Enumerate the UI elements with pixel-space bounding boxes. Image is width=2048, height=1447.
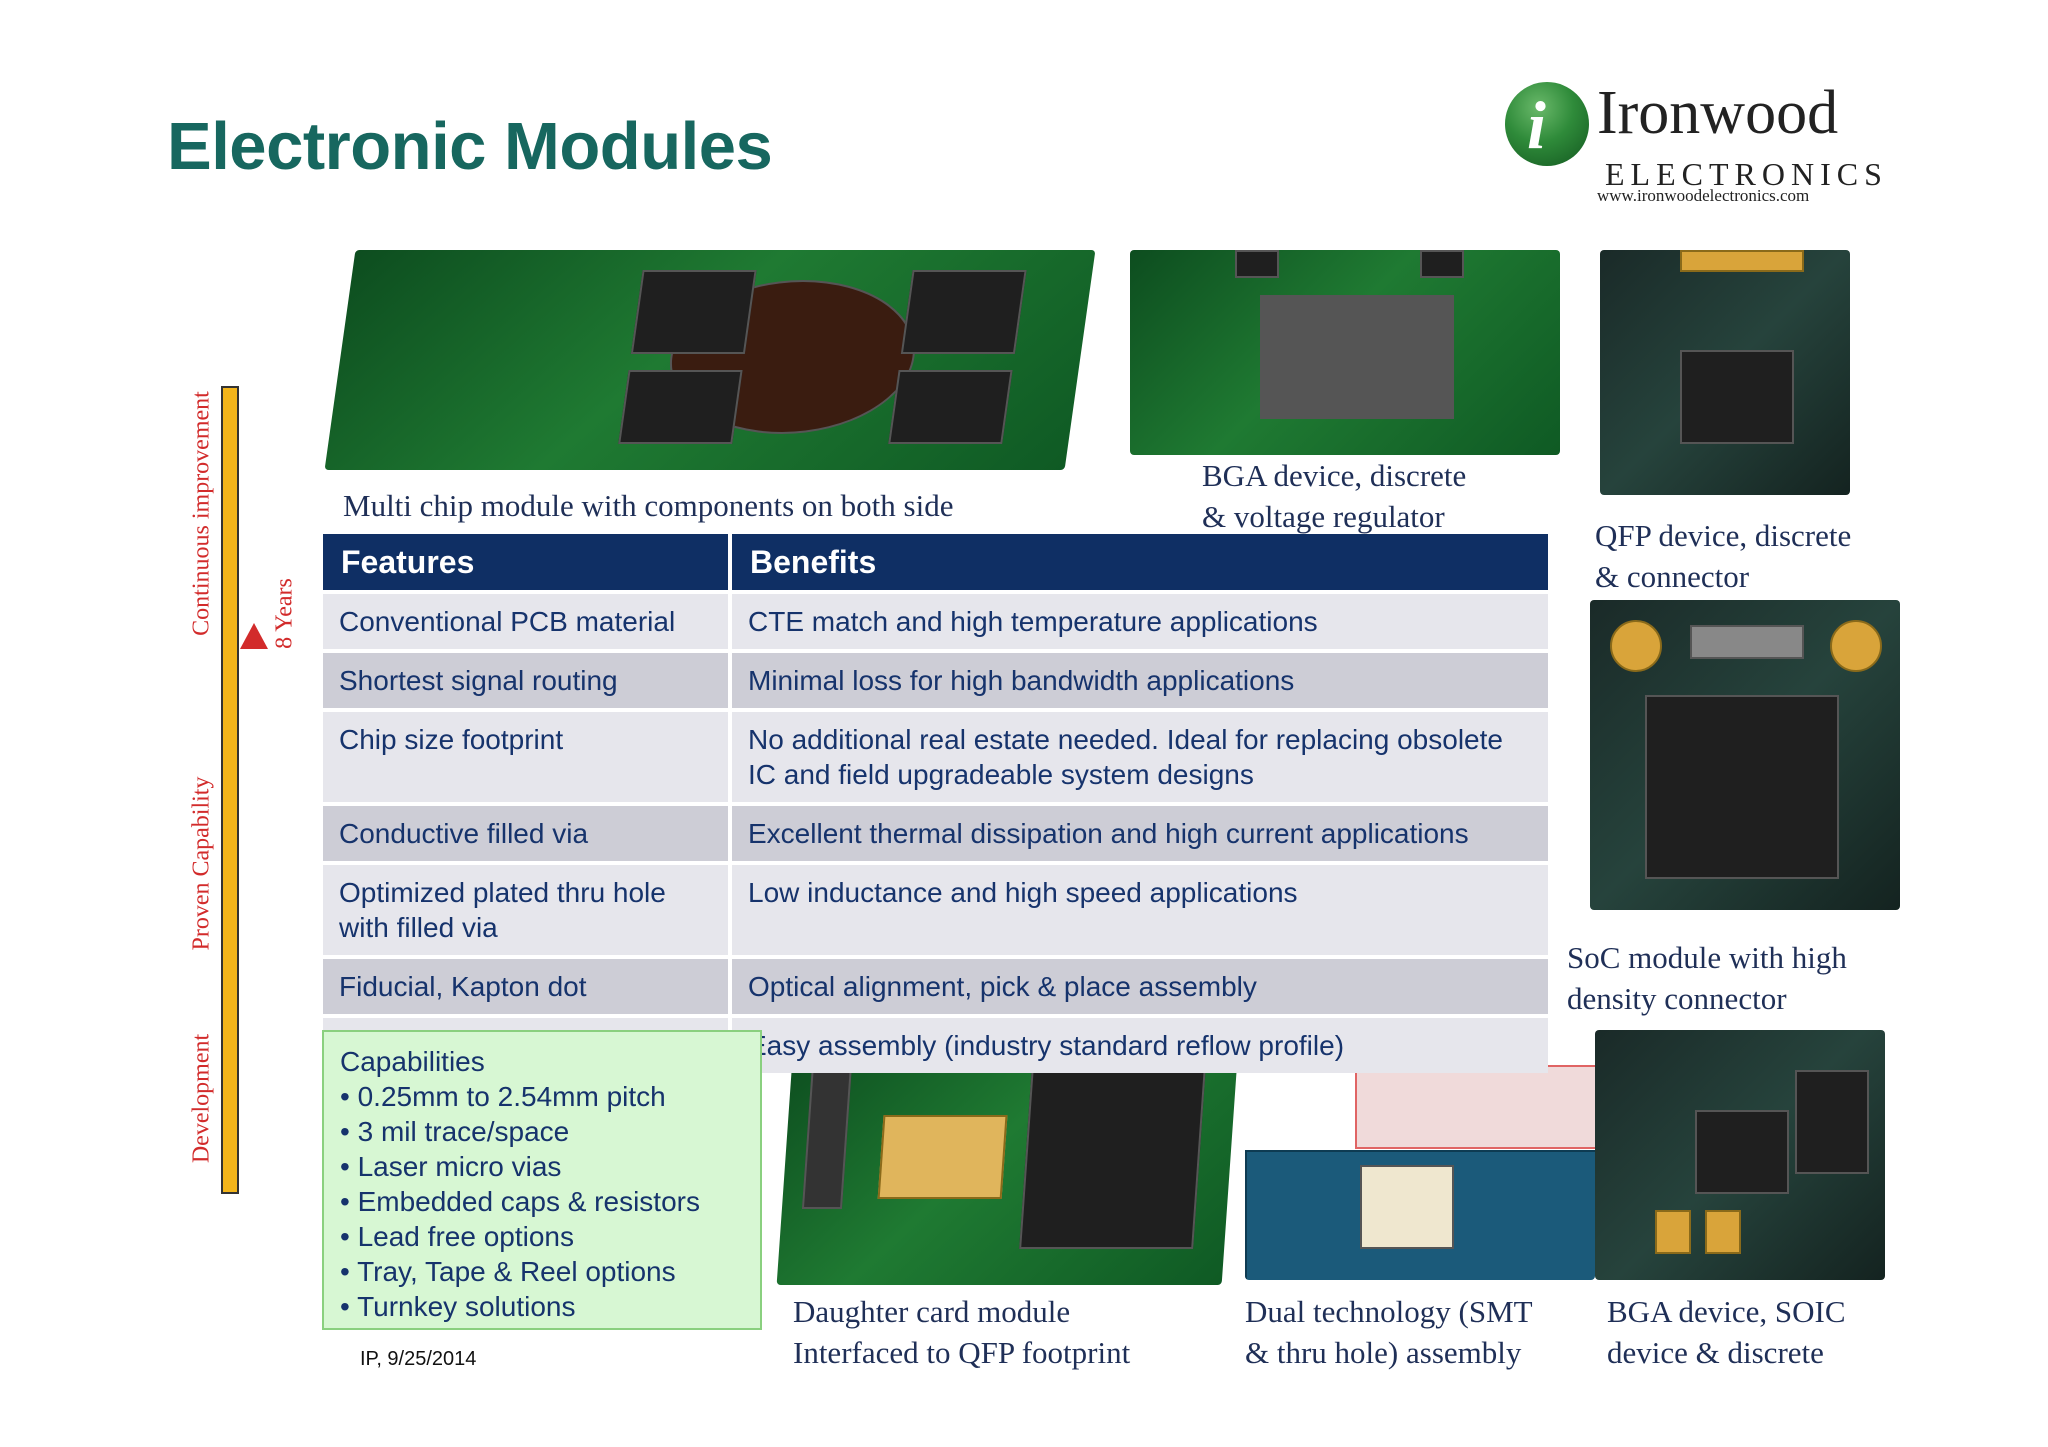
capability-item: 3 mil trace/space xyxy=(340,1114,744,1149)
table-header-row: Features Benefits xyxy=(323,534,1548,590)
footer-date: IP, 9/25/2014 xyxy=(360,1348,477,1370)
soc-module-photo xyxy=(1590,600,1900,910)
capability-item: Embedded caps & resistors xyxy=(340,1184,744,1219)
feature-cell: Shortest signal routing xyxy=(323,653,728,708)
table-row: Chip size footprint No additional real e… xyxy=(323,712,1548,802)
feature-cell: Chip size footprint xyxy=(323,712,728,802)
feature-cell: Conventional PCB material xyxy=(323,594,728,649)
benefit-cell: No additional real estate needed. Ideal … xyxy=(732,712,1548,802)
timeline-bar xyxy=(221,386,239,1194)
daughter-card-photo xyxy=(776,1045,1239,1285)
timeline-label-development: Development xyxy=(188,1033,215,1164)
bga-module-photo xyxy=(1130,250,1560,455)
qfp-module-photo xyxy=(1600,250,1850,495)
page-title: Electronic Modules xyxy=(167,109,773,184)
arrow-up-icon xyxy=(240,623,268,649)
benefit-cell: Easy assembly (industry standard reflow … xyxy=(732,1018,1548,1073)
company-logo: i Ironwood ELECTRONICS www.ironwoodelect… xyxy=(1505,79,1882,205)
benefit-cell: CTE match and high temperature applicati… xyxy=(732,594,1548,649)
caption-multi-chip-module: Multi chip module with components on bot… xyxy=(343,488,954,523)
benefit-cell: Low inductance and high speed applicatio… xyxy=(732,865,1548,955)
benefit-cell: Excellent thermal dissipation and high c… xyxy=(732,806,1548,861)
bga-soic-photo xyxy=(1595,1030,1885,1280)
table-row: Fiducial, Kapton dot Optical alignment, … xyxy=(323,959,1548,1014)
capability-item: Lead free options xyxy=(340,1219,744,1254)
table-row: Optimized plated thru hole with filled v… xyxy=(323,865,1548,955)
features-benefits-table: Features Benefits Conventional PCB mater… xyxy=(323,534,1548,1077)
timeline-label-years: 8 Years xyxy=(271,578,298,649)
capability-item: Tray, Tape & Reel options xyxy=(340,1254,744,1289)
caption-bga-module: BGA device, discrete& voltage regulator xyxy=(1202,458,1467,534)
feature-cell: Conductive filled via xyxy=(323,806,728,861)
logo-mark-icon: i xyxy=(1505,82,1589,166)
feature-cell: Optimized plated thru hole with filled v… xyxy=(323,865,728,955)
capability-item: Turnkey solutions xyxy=(340,1289,744,1324)
header-benefits: Benefits xyxy=(732,534,1548,590)
logo-name: Ironwood xyxy=(1597,79,1839,147)
feature-cell: Fiducial, Kapton dot xyxy=(323,959,728,1014)
logo-url: www.ironwoodelectronics.com xyxy=(1597,186,1810,205)
capabilities-box: Capabilities 0.25mm to 2.54mm pitch 3 mi… xyxy=(322,1030,762,1330)
header-features: Features xyxy=(323,534,728,590)
benefit-cell: Optical alignment, pick & place assembly xyxy=(732,959,1548,1014)
table-row: Conductive filled via Excellent thermal … xyxy=(323,806,1548,861)
capabilities-title: Capabilities xyxy=(340,1046,485,1077)
multi-chip-module-photo xyxy=(324,250,1096,470)
benefit-cell: Minimal loss for high bandwidth applicat… xyxy=(732,653,1548,708)
caption-qfp-module: QFP device, discrete& connector xyxy=(1595,518,1852,594)
table-row: Conventional PCB material CTE match and … xyxy=(323,594,1548,649)
dual-technology-photo xyxy=(1245,1055,1595,1280)
timeline-label-continuous: Continuous improvement xyxy=(188,391,215,636)
capability-item: Laser micro vias xyxy=(340,1149,744,1184)
capability-item: 0.25mm to 2.54mm pitch xyxy=(340,1079,744,1114)
logo-subtitle: ELECTRONICS xyxy=(1605,156,1888,192)
caption-dual-technology: Dual technology (SMT& thru hole) assembl… xyxy=(1245,1294,1533,1370)
table-row: Shortest signal routing Minimal loss for… xyxy=(323,653,1548,708)
